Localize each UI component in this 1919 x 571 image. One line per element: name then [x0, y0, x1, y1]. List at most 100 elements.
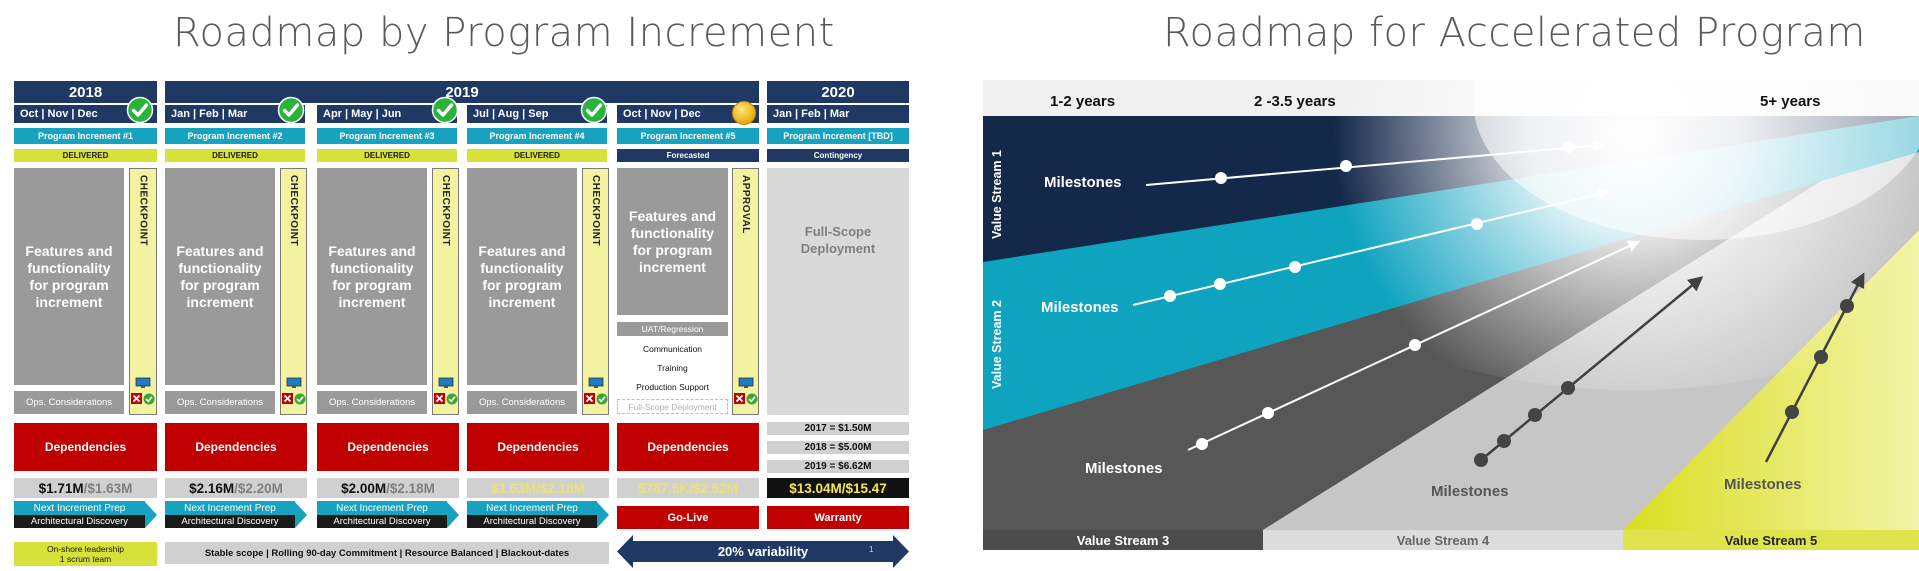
onshore-line-2: 1 scrum team [59, 554, 112, 564]
cost-plan: /$1.63M [83, 480, 133, 496]
check-circle-icon [277, 96, 305, 124]
go-live-box: Go-Live [617, 506, 759, 529]
increment-label: Program Increment #5 [617, 128, 759, 144]
status-label: Forecasted [617, 149, 759, 162]
dependencies-box: Dependencies [317, 423, 459, 471]
reject-approve-icon [131, 393, 155, 405]
cost-plan: /$2.52M [689, 480, 738, 496]
milestone-dot [1840, 299, 1854, 313]
quarter-header: Oct | Nov | Dec [14, 105, 157, 123]
cost-box: $2.00M/$2.18M [317, 478, 459, 498]
gate-label: CHECKPOINT [137, 175, 149, 247]
feature-box: Features and functionality for program i… [14, 168, 124, 385]
quarter-header: Jan | Feb | Mar [767, 105, 909, 123]
time-label-5-plus-years: 5+ years [1760, 93, 1821, 110]
onshore-leadership-box: On-shore leadership 1 scrum team [14, 542, 157, 566]
monitor-icon [738, 377, 753, 388]
milestone-dot [1340, 160, 1352, 172]
onshore-line-1: On-shore leadership [46, 544, 124, 554]
check-circle-icon [580, 96, 608, 124]
increment-label: Program Increment #4 [467, 128, 607, 144]
feature-box: Features and functionality for program i… [617, 168, 728, 315]
warranty-box: Warranty [767, 506, 909, 529]
cost-actual: $2.16M [189, 480, 235, 496]
next-increment-label: Next Increment Prep [317, 501, 447, 515]
year-cost-2019: 2019 = $6.62M [767, 460, 909, 473]
cost-actual: $1.63M [491, 480, 537, 496]
feature-box: Features and functionality for program i… [317, 168, 427, 385]
next-increment-prep: Next Increment Prep Architectural Discov… [467, 501, 609, 528]
increment-label: Program Increment #2 [165, 128, 305, 144]
cost-actual: $1.71M [38, 480, 84, 496]
reject-approve-icon [583, 393, 607, 405]
milestones-label-stream1: Milestones [1044, 174, 1122, 191]
full-scope-deployment: Full-Scope Deployment [767, 168, 909, 415]
activity-uat: UAT/Regression [617, 322, 728, 336]
cost-box: $2.16M/$2.20M [165, 478, 307, 498]
milestone-dot [1409, 339, 1421, 351]
quarter-header: Jul | Aug | Sep [467, 105, 607, 123]
increment-label: Program Increment #1 [14, 128, 157, 144]
cost-actual: $2.00M [341, 480, 387, 496]
status-label: DELIVERED [317, 149, 457, 162]
architectural-discovery-label: Architectural Discovery [14, 515, 145, 528]
arrow-right-icon [295, 502, 307, 528]
checkpoint-gate: CHECKPOINT [280, 168, 307, 415]
milestone-dot [1814, 350, 1828, 364]
pending-circle-icon [732, 101, 756, 125]
next-increment-prep: Next Increment Prep Architectural Discov… [165, 501, 307, 528]
value-stream-3-label: Value Stream 3 [1076, 532, 1170, 548]
year-cost-2018: 2018 = $5.00M [767, 441, 909, 454]
dependencies-box: Dependencies [467, 423, 609, 471]
milestone-dot [1785, 405, 1799, 419]
milestone-dot [1215, 172, 1227, 184]
ops-considerations: Ops. Considerations [165, 391, 275, 414]
feature-box: Features and functionality for program i… [467, 168, 577, 385]
dependencies-box: Dependencies [14, 423, 157, 471]
check-circle-icon [431, 96, 459, 124]
arrow-right-icon [145, 502, 157, 528]
quarter-header: Oct | Nov | Dec [617, 105, 759, 123]
milestones-label-stream5: Milestones [1724, 476, 1802, 493]
monitor-icon [588, 377, 603, 388]
activity-production-support: Production Support [636, 382, 709, 392]
value-stream-1-label: Value Stream 1 [990, 150, 1004, 240]
gate-label: CHECKPOINT [288, 175, 299, 247]
accelerated-program-roadmap: 1-2 years 2 -3.5 years 5+ years Value St… [983, 80, 1919, 570]
gate-label: CHECKPOINT [590, 175, 601, 247]
value-stream-4-label: Value Stream 4 [1396, 532, 1490, 548]
value-stream-5-label: Value Stream 5 [1724, 532, 1818, 548]
stable-scope-bar: Stable scope | Rolling 90-day Commitment… [165, 542, 609, 564]
checkpoint-gate: CHECKPOINT [129, 168, 157, 415]
quarter-header: Apr | May | Jun [317, 105, 457, 123]
status-label: DELIVERED [165, 149, 305, 162]
ops-considerations: Ops. Considerations [14, 391, 124, 414]
next-increment-label: Next Increment Prep [14, 501, 145, 515]
architectural-discovery-label: Architectural Discovery [165, 515, 295, 528]
checkpoint-gate: CHECKPOINT [582, 168, 609, 415]
milestone-dot [1561, 381, 1575, 395]
architectural-discovery-label: Architectural Discovery [467, 515, 597, 528]
milestone-arrow-stream4 [1480, 276, 1704, 461]
monitor-icon [135, 377, 151, 388]
milestone-dot [1262, 407, 1274, 419]
milestone-dot [1164, 290, 1176, 302]
arrow-right-icon [447, 502, 459, 528]
milestones-label-stream3: Milestones [1085, 460, 1163, 477]
activity-communication: Communication [642, 344, 703, 354]
status-label: DELIVERED [14, 149, 157, 162]
dependencies-box: Dependencies [165, 423, 307, 471]
variability-label: 20% variability [717, 544, 809, 559]
reject-approve-icon [733, 393, 757, 405]
year-header-2018: 2018 [14, 81, 157, 103]
check-circle-icon [126, 96, 154, 124]
activity-training: Training [657, 363, 688, 373]
checkpoint-gate: CHECKPOINT [432, 168, 459, 415]
total-plan: /$15.47 [841, 480, 887, 496]
milestone-dot [1196, 438, 1208, 450]
milestone-dot [1528, 408, 1542, 422]
cost-plan: /$2.18M [536, 480, 585, 496]
quarter-header: Jan | Feb | Mar [165, 105, 305, 123]
right-title: Roadmap for Accelerated Program [1163, 10, 1866, 56]
total-cost-box: $13.04M/$15.47 [767, 478, 909, 498]
